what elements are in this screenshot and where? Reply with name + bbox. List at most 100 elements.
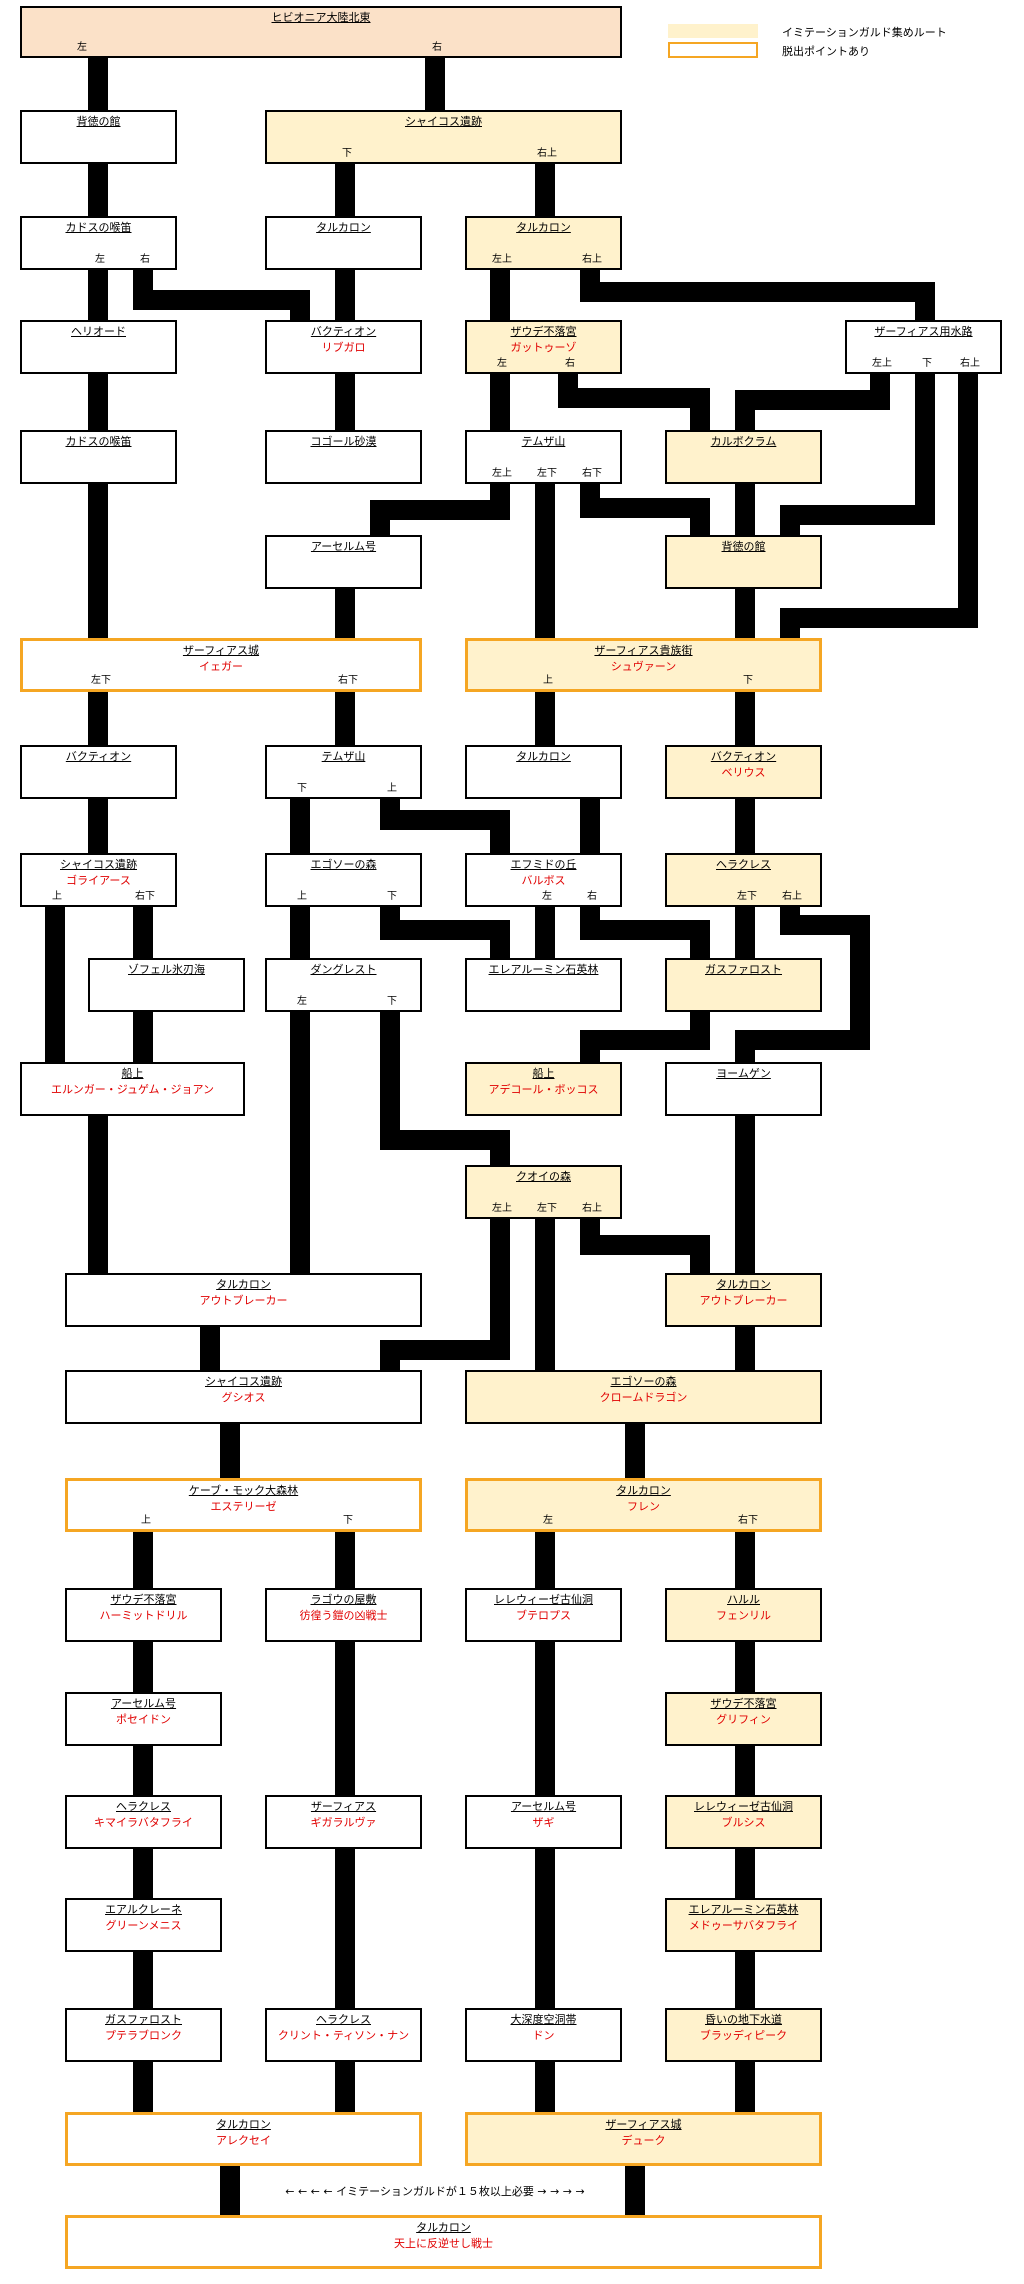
node-title: ザーフィアス城	[605, 2118, 682, 2131]
node-title: 船上	[532, 1067, 555, 1080]
node-title: ヒビオニア大陸北東	[271, 11, 371, 24]
route-node-tarukaron2: タルカロン左上右上	[465, 216, 622, 270]
node-title: ザウデ不落宮	[110, 1593, 177, 1606]
node-exits: 上下	[468, 674, 819, 688]
route-node-zaude2: ザウデ不落宮ハーミットドリル	[65, 1588, 222, 1642]
node-title: カドスの喉笛	[65, 221, 132, 234]
node-boss: グリーンメニス	[105, 1919, 182, 1932]
node-title: 背徳の館	[721, 540, 766, 553]
exit-label: 左上	[492, 1203, 512, 1214]
node-boss: 彷徨う鎧の凶戦士	[299, 1609, 388, 1622]
node-boss: メドゥーサバタフライ	[688, 1919, 799, 1932]
route-node-zafiasu-jo2: ザーフィアス城デューク	[465, 2112, 822, 2166]
node-title: バクティオン	[310, 325, 377, 338]
node-title: ガスファロスト	[105, 2013, 182, 2026]
route-connector	[580, 899, 710, 958]
route-connector	[370, 482, 510, 535]
exit-label: 下	[343, 1515, 353, 1526]
node-title: ヘラクレス	[116, 1800, 171, 1813]
node-boss: ブテロプス	[516, 1609, 571, 1622]
node-title: エアルクレーネ	[105, 1903, 182, 1916]
route-connector	[380, 791, 510, 853]
node-title: アーセルム号	[110, 1697, 177, 1710]
exit-label: 下	[342, 148, 352, 159]
node-boss: クロームドラゴン	[599, 1391, 688, 1404]
node-title: ヘリオード	[71, 325, 126, 338]
node-boss: ギガラルヴァ	[310, 1816, 377, 1829]
route-node-bakution2: バクティオン	[20, 745, 177, 799]
node-title: テムザ山	[321, 750, 366, 763]
route-connector	[580, 262, 935, 320]
exit-label: 右上	[960, 358, 980, 369]
route-connector	[780, 366, 935, 535]
exit-label: 下	[922, 358, 932, 369]
exit-label: 上	[543, 675, 553, 686]
route-node-herakuresu2: ヘラクレスキマイラバタフライ	[65, 1795, 222, 1849]
route-node-zafiasu-suiro: ザーフィアス用水路左上下右上	[845, 320, 1002, 374]
route-node-egozo2: エゴソーの森クロームドラゴン	[465, 1370, 822, 1424]
route-node-efumido: エフミドの丘バルボス左右	[465, 853, 622, 907]
node-exits: 左下右上	[667, 890, 820, 904]
route-node-egozo1: エゴソーの森上下	[265, 853, 422, 907]
route-node-tarukaron5: タルカロンアウトブレーカー	[665, 1273, 822, 1327]
requirement-note: ← ← ← ← イミテーションガルドが１５枚以上必要 → → → →	[246, 2182, 624, 2202]
exit-label: 右下	[738, 1515, 758, 1526]
route-connector	[580, 482, 710, 535]
node-boss: 天上に反逆せし戦士	[394, 2237, 493, 2250]
exit-label: 左上	[492, 468, 512, 479]
node-exits: 上下	[267, 890, 420, 904]
exit-label: 右	[565, 358, 575, 369]
exit-label: 左	[95, 254, 105, 265]
legend-exit-swatch	[668, 42, 758, 58]
node-boss: ブラッディピーク	[699, 2029, 788, 2042]
exit-label: 左	[77, 42, 87, 53]
route-node-karubokuramu: カルボクラム	[665, 430, 822, 484]
node-exits: 左上左下右下	[467, 467, 620, 481]
node-exits: 下右上	[267, 147, 620, 161]
node-boss: バルボス	[521, 874, 566, 887]
node-boss: エルンガー・ジュゲム・ジョアン	[50, 1083, 215, 1096]
route-node-earukureene: エアルクレーネグリーンメニス	[65, 1898, 222, 1952]
route-node-kuoi: クオイの森左上左下右上	[465, 1165, 622, 1219]
node-title: クオイの森	[516, 1170, 571, 1183]
node-title: ハルル	[727, 1593, 760, 1606]
exit-label: 左	[497, 358, 507, 369]
node-boss: ハーミットドリル	[99, 1609, 188, 1622]
route-node-herioodo: ヘリオード	[20, 320, 177, 374]
node-title: ザウデ不落宮	[710, 1697, 777, 1710]
route-node-zafiasu2: ザーフィアスギガラルヴァ	[265, 1795, 422, 1849]
route-node-bakution1: バクティオンリブガロ	[265, 320, 422, 374]
exit-label: 左下	[537, 1203, 557, 1214]
route-node-zafiasu-kizoku: ザーフィアス貴族街シュヴァーン上下	[465, 638, 822, 692]
node-boss: グシオス	[221, 1391, 266, 1404]
route-node-tarukaron-final: タルカロン天上に反逆せし戦士	[65, 2215, 822, 2269]
exit-label: 右下	[582, 468, 602, 479]
exit-label: 右上	[582, 254, 602, 265]
route-connector	[580, 1012, 710, 1062]
node-boss: イェガー	[199, 660, 243, 673]
route-node-aaseru3: アーセルム号ザギ	[465, 1795, 622, 1849]
route-node-yoomugen: ヨームゲン	[665, 1062, 822, 1116]
node-exits: 左上右上	[467, 253, 620, 267]
node-title: タルカロン	[316, 221, 371, 234]
node-title: 大深度空洞帯	[510, 2013, 577, 2026]
route-node-harure: ハルルフェンリル	[665, 1588, 822, 1642]
node-title: ザウデ不落宮	[510, 325, 577, 338]
exit-label: 上	[141, 1515, 151, 1526]
node-boss: アデコール・ボッコス	[488, 1083, 599, 1096]
node-title: 背徳の館	[76, 115, 121, 128]
node-title: タルカロン	[616, 1484, 671, 1497]
route-connector	[380, 1211, 510, 1370]
node-boss: キマイラバタフライ	[94, 1816, 193, 1829]
node-boss: ザギ	[532, 1816, 555, 1829]
route-node-kogooru: コゴール砂漠	[265, 430, 422, 484]
route-node-kadosu2: カドスの喉笛	[20, 430, 177, 484]
node-exits: 左下右下	[23, 674, 419, 688]
node-boss: プテラブロンク	[105, 2029, 182, 2042]
node-title: シャイコス遺跡	[205, 1375, 282, 1388]
exit-label: 下	[387, 891, 397, 902]
node-exits: 上右下	[22, 890, 175, 904]
node-boss: ドン	[532, 2029, 555, 2042]
route-node-aaseru2: アーセルム号ポセイドン	[65, 1692, 222, 1746]
legend-exit-label: 脱出ポイントあり	[782, 45, 870, 58]
